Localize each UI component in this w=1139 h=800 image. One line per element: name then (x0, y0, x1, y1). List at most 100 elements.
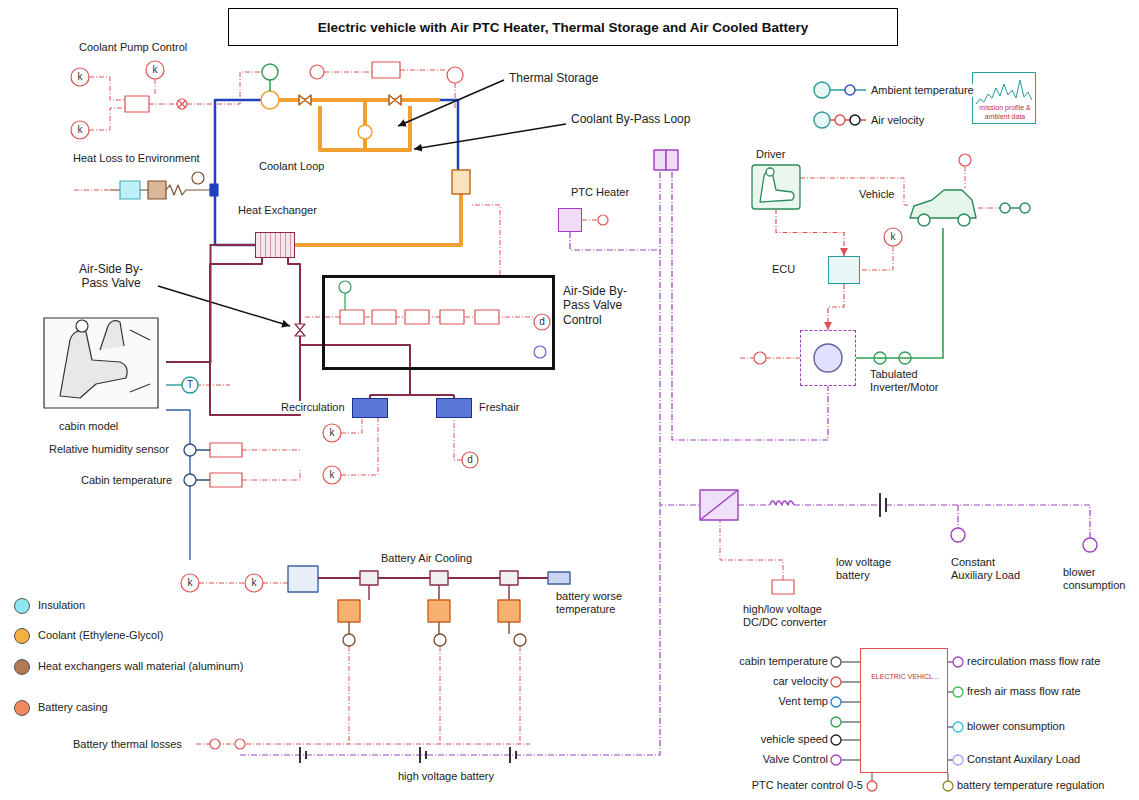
electric-component (666, 150, 678, 170)
control-signal (341, 418, 462, 475)
node-label: mission profile & ambient data (974, 104, 1036, 121)
heat-loss-chain (192, 172, 204, 184)
vehicle-illustration (1020, 203, 1030, 213)
component-label: high/low voltage DC/DC converter (742, 603, 850, 629)
electric-component (700, 490, 738, 520)
air-duct (210, 258, 454, 415)
ambient-sources (845, 85, 855, 95)
port-label: vehicle speed (760, 733, 829, 746)
coolant-component (261, 64, 470, 194)
gain-block (323, 424, 341, 442)
legend-text: Coolant (Ethylene-Glycol) (38, 629, 163, 642)
callout-arrow (414, 124, 566, 149)
battery-cooling (428, 600, 450, 622)
supercomponent-block: ELECTRIC VEHICL... (860, 648, 948, 773)
signal-label: battery worse temperature (555, 590, 637, 616)
port-label: recirculation mass flow rate (966, 655, 1101, 668)
port (831, 717, 841, 727)
gain-symbol: k (330, 469, 335, 481)
heat-exchanger: Heat Exchanger (255, 232, 295, 258)
port (831, 735, 841, 745)
motor-box: Tabulated Inverter/Motor (800, 330, 856, 386)
cabin-illustration (44, 318, 158, 408)
port-label: Constant Auxilary Load (966, 753, 1081, 766)
battery-cooling (434, 634, 446, 646)
battery-cooling (369, 585, 509, 600)
control-box: Air-Side By-Pass Valve Control (322, 275, 555, 370)
signal-label: Battery thermal losses (72, 738, 183, 751)
node-label: ECU (771, 263, 796, 276)
gain-block (235, 739, 245, 749)
driver-icon: Driver (752, 165, 800, 209)
ptc-heater-box: PTC Heater (558, 208, 582, 232)
cabin-sensor (184, 444, 196, 456)
driver-illustration (752, 165, 800, 209)
legend-swatch (14, 659, 30, 675)
gain-block (177, 99, 187, 109)
port (831, 697, 841, 707)
gain-block (598, 215, 608, 225)
gain-block (125, 96, 149, 112)
control-input (534, 346, 546, 358)
diagram-title: Electric vehicle with Air PTC Heater, Th… (228, 8, 898, 46)
electric-component (1083, 538, 1097, 552)
legend-swatch (14, 628, 30, 644)
coolant-component (452, 170, 470, 194)
gain-block (884, 228, 902, 246)
control-signal (199, 583, 288, 584)
electric-component (300, 747, 516, 763)
signal-connector (828, 284, 844, 330)
cabin-sensor (182, 377, 198, 393)
sensor-label: Relative humidity sensor (48, 443, 170, 456)
node-label: PTC Heater (570, 186, 630, 199)
cabin-sensor (166, 384, 182, 385)
gain-block (71, 121, 89, 139)
schematic-lines (44, 61, 1097, 791)
gain-block (440, 310, 464, 324)
port (831, 657, 841, 667)
electric-component (880, 493, 886, 517)
gain-block (462, 452, 478, 468)
control-signal (74, 70, 1000, 744)
callout-arrow (158, 80, 566, 326)
cabin-illustration (130, 330, 150, 392)
coolant-component (269, 80, 271, 91)
battery-cooling (500, 571, 518, 585)
ambient-sources (850, 115, 860, 125)
gain-symbol: k (188, 577, 193, 589)
legend-swatch (14, 700, 30, 716)
port (831, 677, 841, 687)
cabin-illustration (100, 321, 124, 350)
signal-connector (166, 245, 255, 362)
port (872, 773, 948, 781)
cabin-sensor (196, 450, 210, 480)
callout-label: Air-Side By-Pass Valve (68, 262, 154, 291)
signal-label: Air velocity (870, 114, 925, 127)
heat-loss-chain (120, 181, 140, 199)
port (943, 781, 953, 791)
node-label: Freshair (478, 401, 520, 414)
gain-block (534, 314, 550, 330)
port-label: PTC heater control 0-5 (751, 779, 864, 792)
battery-cooling (338, 600, 360, 622)
driver-illustration (752, 165, 800, 209)
component-label: low voltage battery (835, 556, 899, 582)
cabin-sensor (184, 474, 196, 486)
port (948, 662, 953, 760)
cabin-sensor (166, 377, 210, 560)
motor-symbol (814, 344, 842, 372)
port-label: cabin temperature (738, 655, 829, 668)
temperature-symbol: T (187, 379, 193, 391)
electric-wire (240, 172, 1090, 755)
sensor-label: Cabin temperature (80, 474, 173, 487)
gain-symbol: k (78, 71, 83, 83)
port (953, 755, 963, 765)
port (867, 781, 877, 791)
group-label: Battery Air Cooling (380, 552, 473, 565)
electric-component (300, 150, 1097, 763)
control-input (339, 281, 351, 293)
component-label: Constant Auxiliary Load (950, 556, 1032, 582)
group-label: Heat Loss to Environment (72, 152, 201, 165)
cabin-illustration (44, 318, 158, 408)
